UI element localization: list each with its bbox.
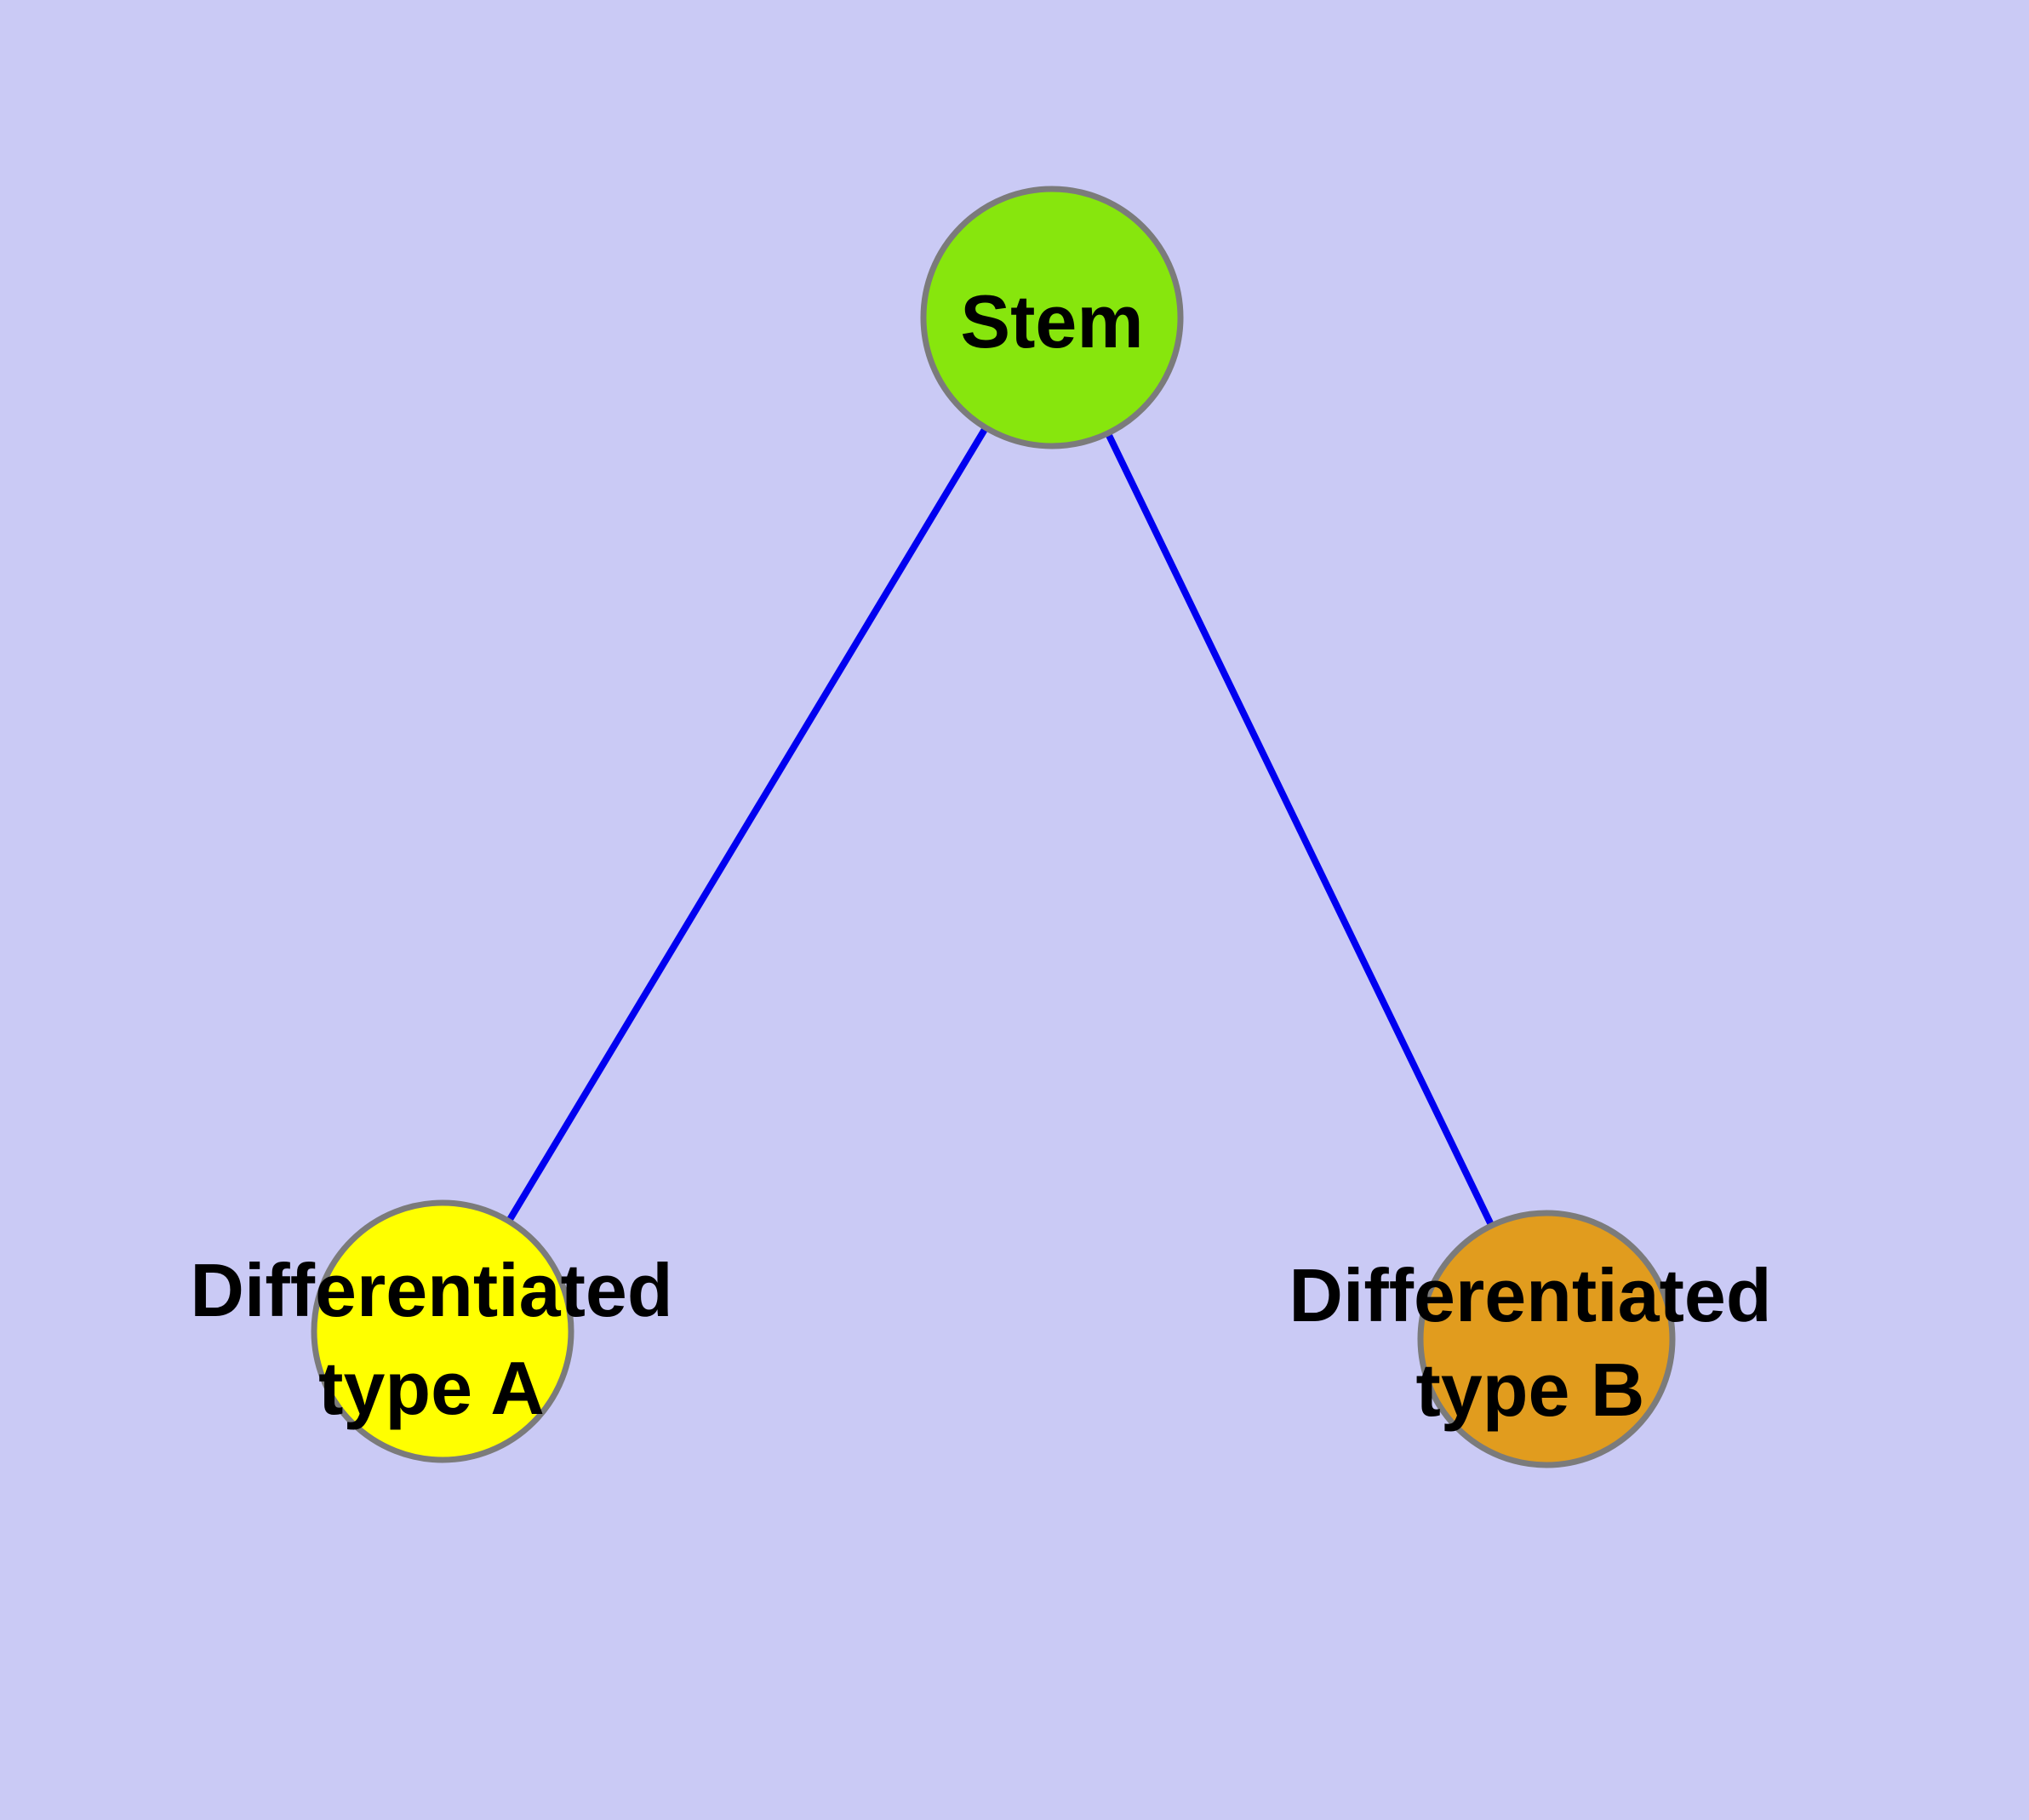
node-type-a-label-line1: Differentiated	[190, 1248, 672, 1332]
node-stem-label: Stem	[960, 279, 1143, 363]
node-differentiated-type-b: Differentiated type B	[1289, 1210, 1772, 1468]
node-differentiated-type-a: Differentiated type A	[190, 1199, 673, 1463]
node-layer: Stem Differentiated type A Differentiate…	[190, 186, 1772, 1468]
node-type-b-label-line2: type B	[1416, 1348, 1645, 1432]
node-type-a-label-line2: type A	[318, 1346, 545, 1430]
node-type-b-circle	[1417, 1210, 1676, 1468]
node-type-a-circle	[311, 1199, 574, 1463]
edge-layer	[439, 314, 1550, 1342]
node-stem: Stem	[920, 186, 1184, 449]
node-type-b-label-line1: Differentiated	[1289, 1253, 1771, 1337]
edge-stem-to-type-b	[1049, 314, 1550, 1342]
node-stem-circle	[920, 186, 1184, 449]
edge-stem-to-type-a	[439, 314, 1055, 1335]
